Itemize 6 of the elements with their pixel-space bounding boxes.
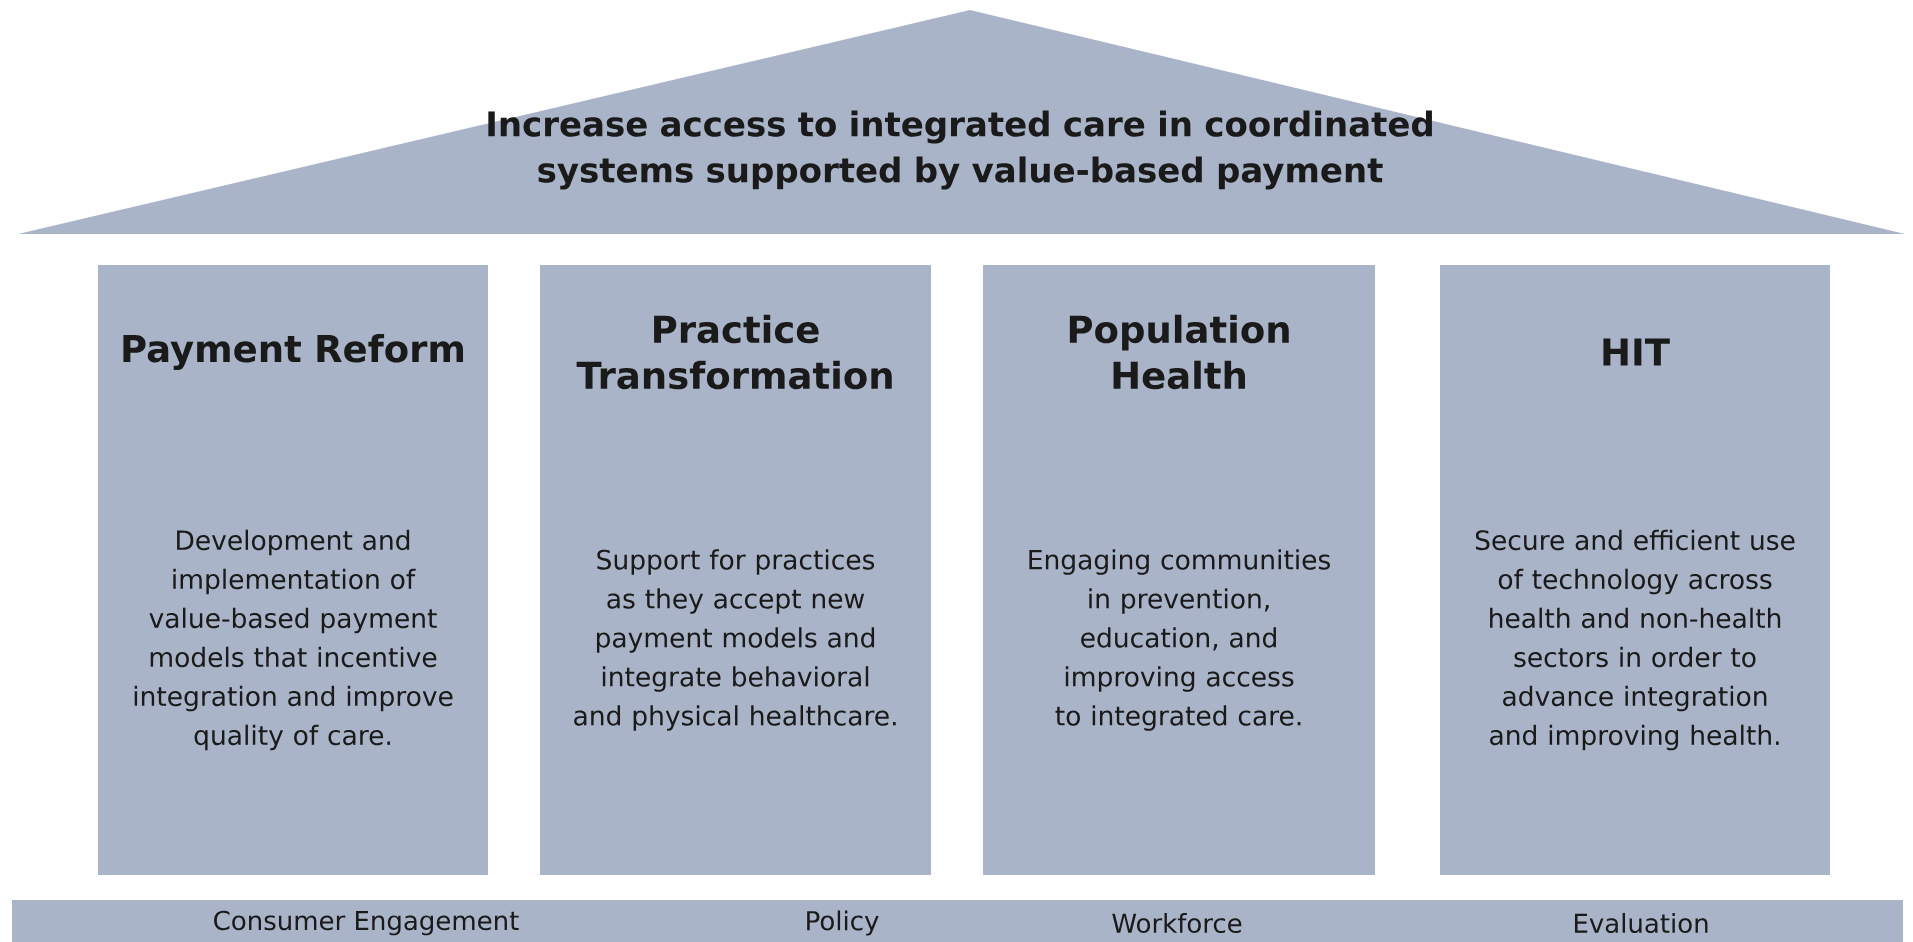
pillar: Population Health Engaging communities in prevention, education, and improving access to integrated care. [983, 265, 1375, 875]
foundation-band: Consumer Engagement Policy Workforce Evaluation [12, 900, 1904, 942]
pillar: HIT Secure and efficient use of technology across health and non-health sectors in order to advance integration and improving health. [1440, 265, 1831, 875]
roof: Increase access to integrated care in coordinated systems supported by value-based payment [18, 10, 1906, 234]
pillar: Practice Transformation Support for practices as they accept new payment models and integrate behavioral and physical healthcare. [540, 265, 931, 875]
pillar: Payment Reform Development and implementation of value-based payment models that incentive integration and improve quality of care. [98, 265, 488, 875]
